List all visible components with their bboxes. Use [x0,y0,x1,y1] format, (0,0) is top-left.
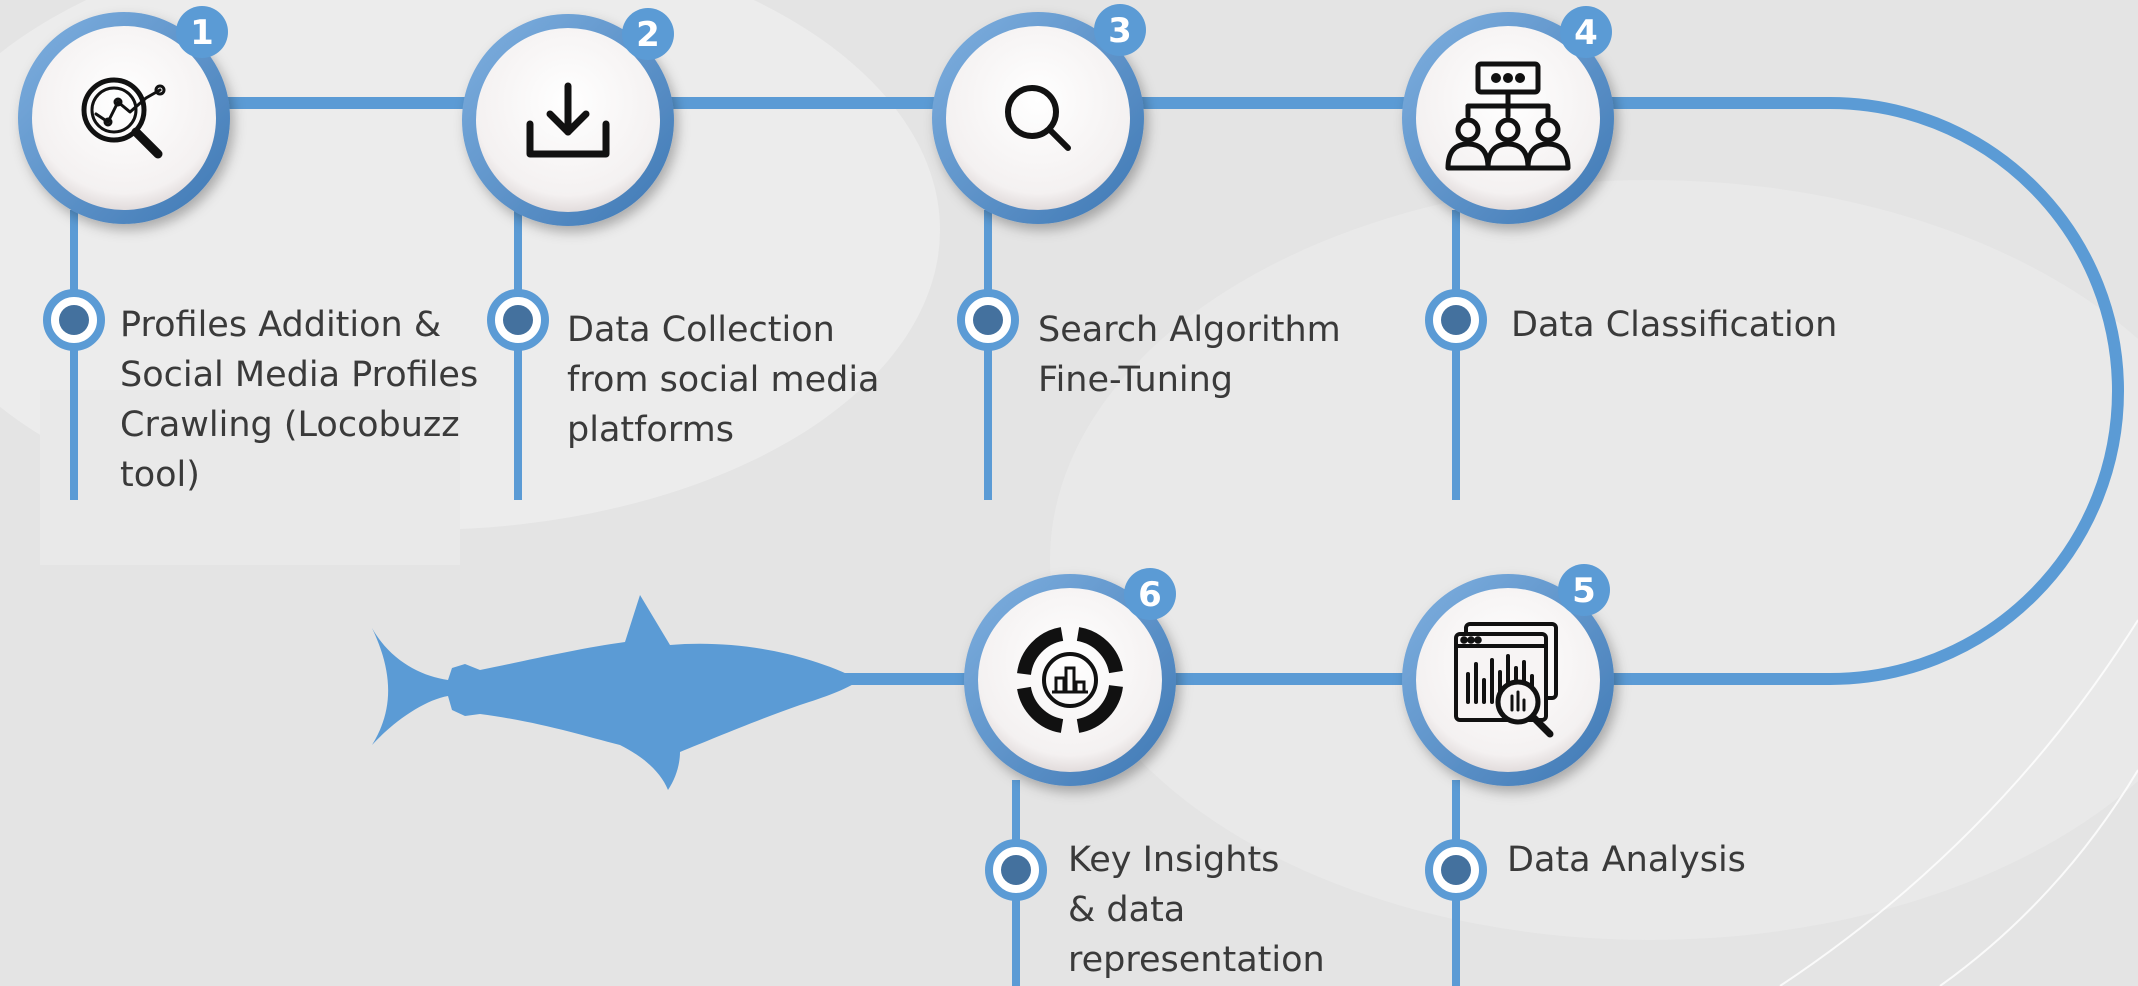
donut-chart-icon [1017,627,1123,733]
step-label-3-line-1: Search Algorithm [1038,310,1341,350]
bullet-3 [957,289,1019,351]
step-number-6: 6 [1138,575,1162,615]
step-number-1: 1 [190,13,214,53]
step-label-3-line-2: Fine-Tuning [1038,360,1233,400]
step-label-6-line-3: representation [1068,940,1325,980]
hierarchy-people-icon [1445,61,1571,171]
bullet-1 [43,289,105,351]
step-number-badge-4: 4 [1560,6,1612,58]
step-number-badge-6: 6 [1124,568,1176,620]
bullet-5 [1425,839,1487,901]
step-label-2-line-2: from social media [567,360,880,400]
step-number-3: 3 [1108,11,1132,51]
step-label-3: Search Algorithm Fine-Tuning [1038,305,1341,405]
step-number-badge-5: 5 [1558,564,1610,616]
connector-u-turn [1505,97,2124,685]
bullets [43,289,1487,901]
step-number-badge-1: 1 [176,6,228,58]
shark-icon [372,595,860,790]
step-number-badge-3: 3 [1094,4,1146,56]
bullet-4 [1425,289,1487,351]
step-label-1-line-3: Crawling (Locobuzz [120,405,460,445]
stem-4 [1452,210,1460,500]
stem-1 [70,210,78,500]
step-label-4-line-1: Data Classification [1511,305,1838,345]
bullet-6 [985,839,1047,901]
step-label-4: Data Classification [1511,300,1837,350]
step-label-6-line-2: & data [1068,890,1186,930]
step-number-badge-2: 2 [622,8,674,60]
step-node-6: 6 [964,568,1176,786]
bullet-2 [487,289,549,351]
step-node-3: 3 [932,4,1146,224]
step-node-5: 5 [1402,564,1614,786]
step-label-6: Key Insights & data representation [1068,835,1325,985]
step-node-4: 4 [1402,6,1614,224]
step-label-1: Profiles Addition & Social Media Profile… [120,300,478,500]
stem-2 [514,210,522,500]
stem-3 [984,210,992,500]
step-number-4: 4 [1574,13,1598,53]
step-label-5: Data Analysis [1507,835,1746,885]
step-label-1-line-1: Profiles Addition & [120,305,442,345]
step-label-1-line-2: Social Media Profiles [120,355,479,395]
step-node-2: 2 [462,8,674,226]
step-label-2: Data Collection from social media platfo… [567,305,880,455]
step-label-5-line-1: Data Analysis [1507,840,1746,880]
step-node-1: 1 [18,6,230,224]
step-label-1-line-4: tool) [120,455,200,495]
step-number-5: 5 [1572,571,1596,611]
search-icon [1005,85,1071,151]
download-icon [526,82,610,158]
analytics-magnifier-icon [81,77,166,159]
step-label-2-line-3: platforms [567,410,734,450]
dashboard-magnifier-icon [1454,622,1558,738]
step-label-2-line-1: Data Collection [567,310,835,350]
step-number-2: 2 [636,15,660,55]
step-label-6-line-1: Key Insights [1068,840,1280,880]
